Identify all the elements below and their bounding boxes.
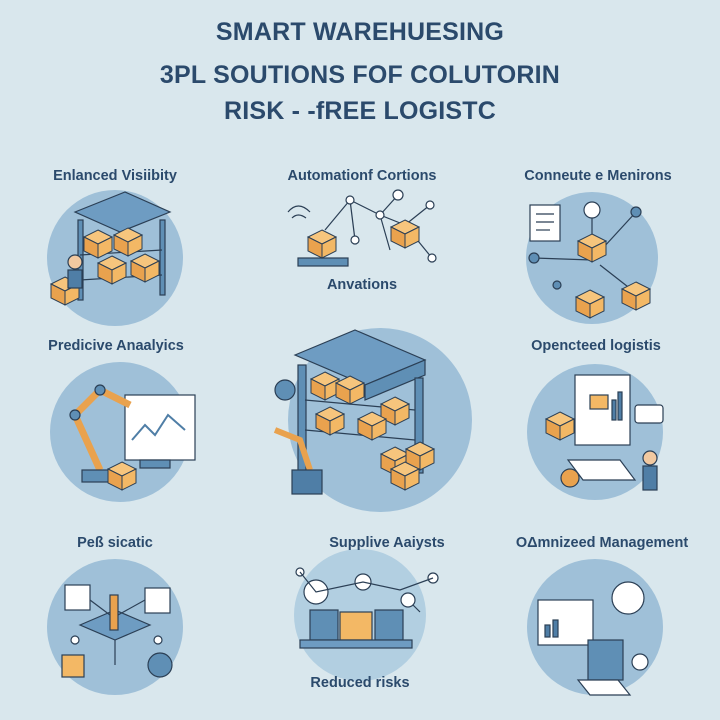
label-connected: Conneute e Menirons xyxy=(524,168,672,184)
title-line-3: RISK - -fREE LOGISTC xyxy=(223,97,497,125)
connected-network-icon xyxy=(528,201,651,319)
label-anvations: Anvations xyxy=(326,277,398,293)
warehouse-icon xyxy=(273,329,435,495)
supply-analysis-icon xyxy=(295,567,439,649)
logistics-monitor-icon xyxy=(545,374,664,491)
hub-network-icon xyxy=(61,584,173,678)
label-logistics: Opencteed logistis xyxy=(531,338,661,354)
title-line-1: SMART WAREHUESING xyxy=(215,18,505,46)
management-desk-icon xyxy=(537,581,649,696)
shelving-icon xyxy=(50,191,172,306)
label-physical: Peß sicatic xyxy=(77,535,153,551)
label-reduced-risks: Reduced risks xyxy=(310,675,410,691)
label-automation: Automationf Cortions xyxy=(287,168,437,184)
label-management: OΔmnizeed Management xyxy=(515,535,689,551)
label-predictive-analytics: Predicive Anaalyics xyxy=(48,338,184,354)
automation-network-icon xyxy=(287,189,437,267)
title-line-2: 3PL SOUTIONS FOF COLUTORIN xyxy=(159,61,561,89)
label-enhanced-visibility: Enlanced Visiibity xyxy=(53,168,177,184)
label-supply-analysis: Supplive Aaiysts xyxy=(329,535,445,551)
robot-arm-monitor-icon xyxy=(69,384,196,491)
